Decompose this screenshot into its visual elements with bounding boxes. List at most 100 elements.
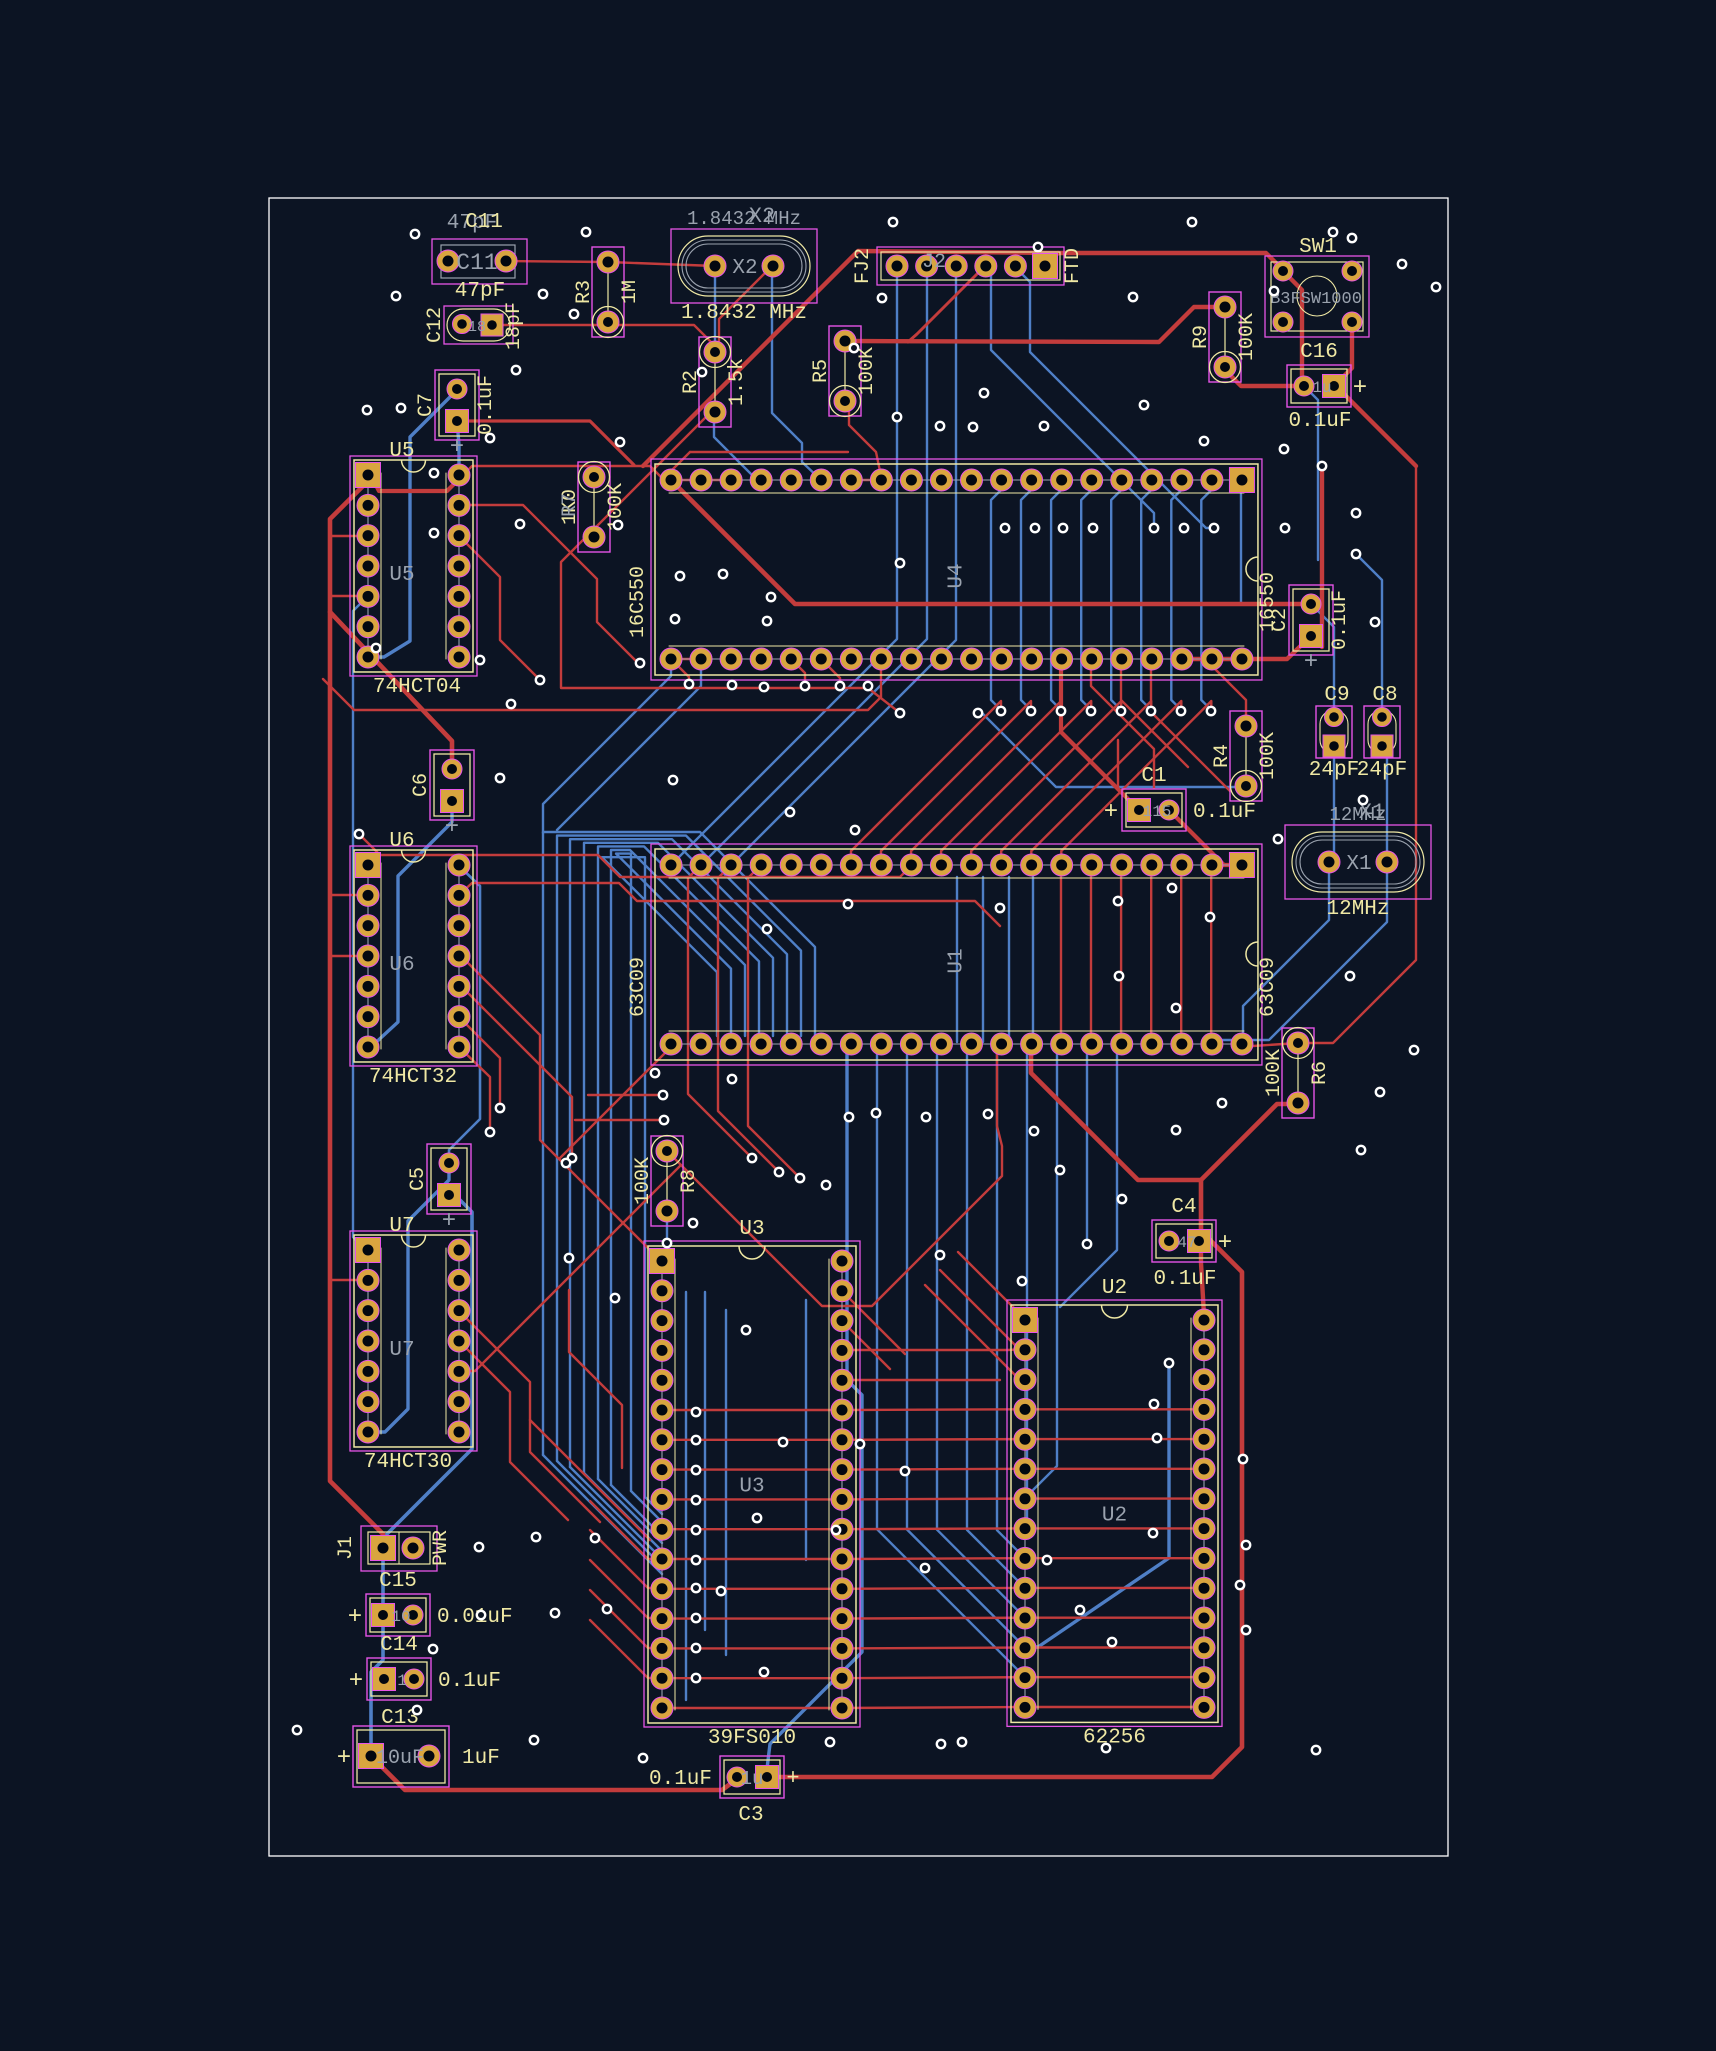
svg-text:C16: C16	[1300, 341, 1338, 364]
svg-text:0.1uF: 0.1uF	[438, 1670, 501, 1693]
svg-text:R2: R2	[680, 370, 703, 394]
svg-text:24pF: 24pF	[1357, 759, 1407, 782]
svg-text:10uF: 10uF	[376, 1747, 424, 1770]
svg-text:1.8432 MHz: 1.8432 MHz	[687, 208, 801, 230]
svg-text:1.5k: 1.5k	[726, 358, 749, 406]
svg-text:16550: 16550	[1257, 572, 1280, 632]
svg-text:C4: C4	[1171, 1196, 1196, 1219]
svg-text:B3FSW1000: B3FSW1000	[1270, 290, 1362, 309]
svg-text:FTD: FTD	[1062, 248, 1085, 284]
svg-text:U4: U4	[945, 563, 968, 588]
svg-text:J1: J1	[335, 1536, 358, 1560]
svg-text:100K: 100K	[1236, 313, 1259, 361]
svg-text:39FS010: 39FS010	[708, 1727, 796, 1750]
svg-text:0.01uF: 0.01uF	[437, 1606, 513, 1629]
svg-text:47: 47	[1177, 1234, 1196, 1252]
svg-text:C11: C11	[456, 250, 497, 276]
svg-text:+: +	[1218, 1230, 1232, 1257]
svg-text:47pF: 47pF	[455, 280, 505, 303]
svg-text:1M: 1M	[619, 280, 642, 304]
svg-text:U3: U3	[739, 1218, 764, 1241]
svg-text:47pF: 47pF	[447, 212, 497, 235]
svg-text:74HCT30: 74HCT30	[364, 1451, 452, 1474]
svg-text:C9: C9	[1324, 684, 1349, 707]
svg-text:U2: U2	[1102, 1277, 1127, 1300]
svg-text:R9: R9	[1190, 325, 1213, 349]
svg-text:100K: 100K	[632, 1157, 655, 1205]
svg-text:C14: C14	[380, 1634, 418, 1657]
svg-text:C3: C3	[738, 1804, 763, 1827]
svg-text:63C09: 63C09	[1257, 957, 1280, 1017]
svg-text:C6: C6	[410, 773, 433, 797]
svg-text:U5: U5	[389, 564, 414, 587]
svg-text:18pF: 18pF	[503, 302, 526, 350]
svg-text:63C09: 63C09	[627, 957, 650, 1017]
svg-text:U7: U7	[389, 1215, 414, 1238]
svg-text:1K0: 1K0	[559, 489, 582, 525]
svg-text:R4: R4	[1211, 744, 1234, 768]
svg-text:0.1uF: 0.1uF	[1193, 801, 1256, 824]
svg-text:C5: C5	[407, 1167, 430, 1191]
svg-text:18: 18	[468, 319, 486, 336]
svg-text:0.1uF: 0.1uF	[1153, 1268, 1216, 1291]
svg-text:100K: 100K	[605, 483, 628, 531]
svg-text:C2: C2	[1269, 608, 1292, 632]
svg-text:10: 10	[391, 1608, 410, 1626]
svg-text:R6: R6	[1309, 1061, 1332, 1085]
svg-text:U2: U2	[1102, 1505, 1127, 1528]
svg-text:U1: U1	[945, 948, 968, 973]
svg-text:C15: C15	[379, 1570, 417, 1593]
svg-text:FJ2: FJ2	[852, 248, 875, 284]
svg-text:100K: 100K	[1257, 732, 1280, 780]
svg-text:U5: U5	[389, 440, 414, 463]
svg-text:+: +	[337, 1745, 351, 1772]
svg-text:+: +	[1304, 649, 1318, 676]
svg-text:0.1uF: 0.1uF	[475, 375, 498, 435]
svg-text:74HCT32: 74HCT32	[369, 1066, 457, 1089]
svg-text:R7: R7	[559, 493, 582, 517]
svg-text:U6: U6	[389, 954, 414, 977]
svg-text:R8: R8	[678, 1169, 701, 1193]
svg-text:0.1uF: 0.1uF	[649, 1768, 712, 1791]
svg-text:U3: U3	[739, 1476, 764, 1499]
svg-text:100K: 100K	[1263, 1049, 1286, 1097]
svg-text:C12: C12	[424, 307, 447, 343]
svg-text:100K: 100K	[856, 347, 879, 395]
svg-text:+: +	[1104, 799, 1118, 826]
svg-text:1u: 1u	[741, 1768, 764, 1790]
svg-text:X2: X2	[749, 204, 775, 229]
svg-text:+: +	[348, 1604, 362, 1631]
svg-text:SW1: SW1	[1299, 236, 1337, 259]
svg-text:C11: C11	[465, 211, 503, 234]
svg-text:0.1uF: 0.1uF	[1329, 590, 1352, 650]
svg-text:X2: X2	[732, 257, 757, 280]
svg-text:+: +	[442, 1208, 456, 1235]
svg-text:C8: C8	[1372, 684, 1397, 707]
svg-text:0.1uF: 0.1uF	[1288, 410, 1351, 433]
svg-text:115: 115	[1143, 803, 1172, 821]
svg-text:1: 1	[397, 1672, 407, 1690]
svg-text:+: +	[445, 814, 459, 841]
svg-text:R5: R5	[810, 359, 833, 383]
svg-text:U6: U6	[389, 830, 414, 853]
svg-text:1.8432 MHz: 1.8432 MHz	[681, 302, 807, 325]
svg-text:1uF: 1uF	[462, 1747, 500, 1770]
svg-text:U7: U7	[389, 1339, 414, 1362]
svg-text:16C550: 16C550	[627, 566, 650, 638]
svg-text:C1: C1	[1141, 765, 1166, 788]
svg-text:PWR: PWR	[430, 1530, 453, 1566]
svg-text:X1: X1	[1346, 853, 1371, 876]
svg-text:12MHz: 12MHz	[1329, 804, 1386, 826]
svg-text:1u: 1u	[1312, 379, 1331, 397]
svg-text:R3: R3	[573, 280, 596, 304]
svg-text:+: +	[1353, 375, 1367, 402]
svg-text:12MHz: 12MHz	[1326, 898, 1389, 921]
svg-text:+: +	[349, 1668, 363, 1695]
svg-text:24pF: 24pF	[1309, 759, 1359, 782]
svg-text:C13: C13	[381, 1707, 419, 1730]
svg-text:+: +	[786, 1766, 799, 1791]
svg-text:J2: J2	[922, 251, 946, 274]
svg-text:+: +	[450, 434, 464, 461]
svg-text:62256: 62256	[1083, 1726, 1146, 1749]
svg-text:C7: C7	[415, 393, 438, 417]
